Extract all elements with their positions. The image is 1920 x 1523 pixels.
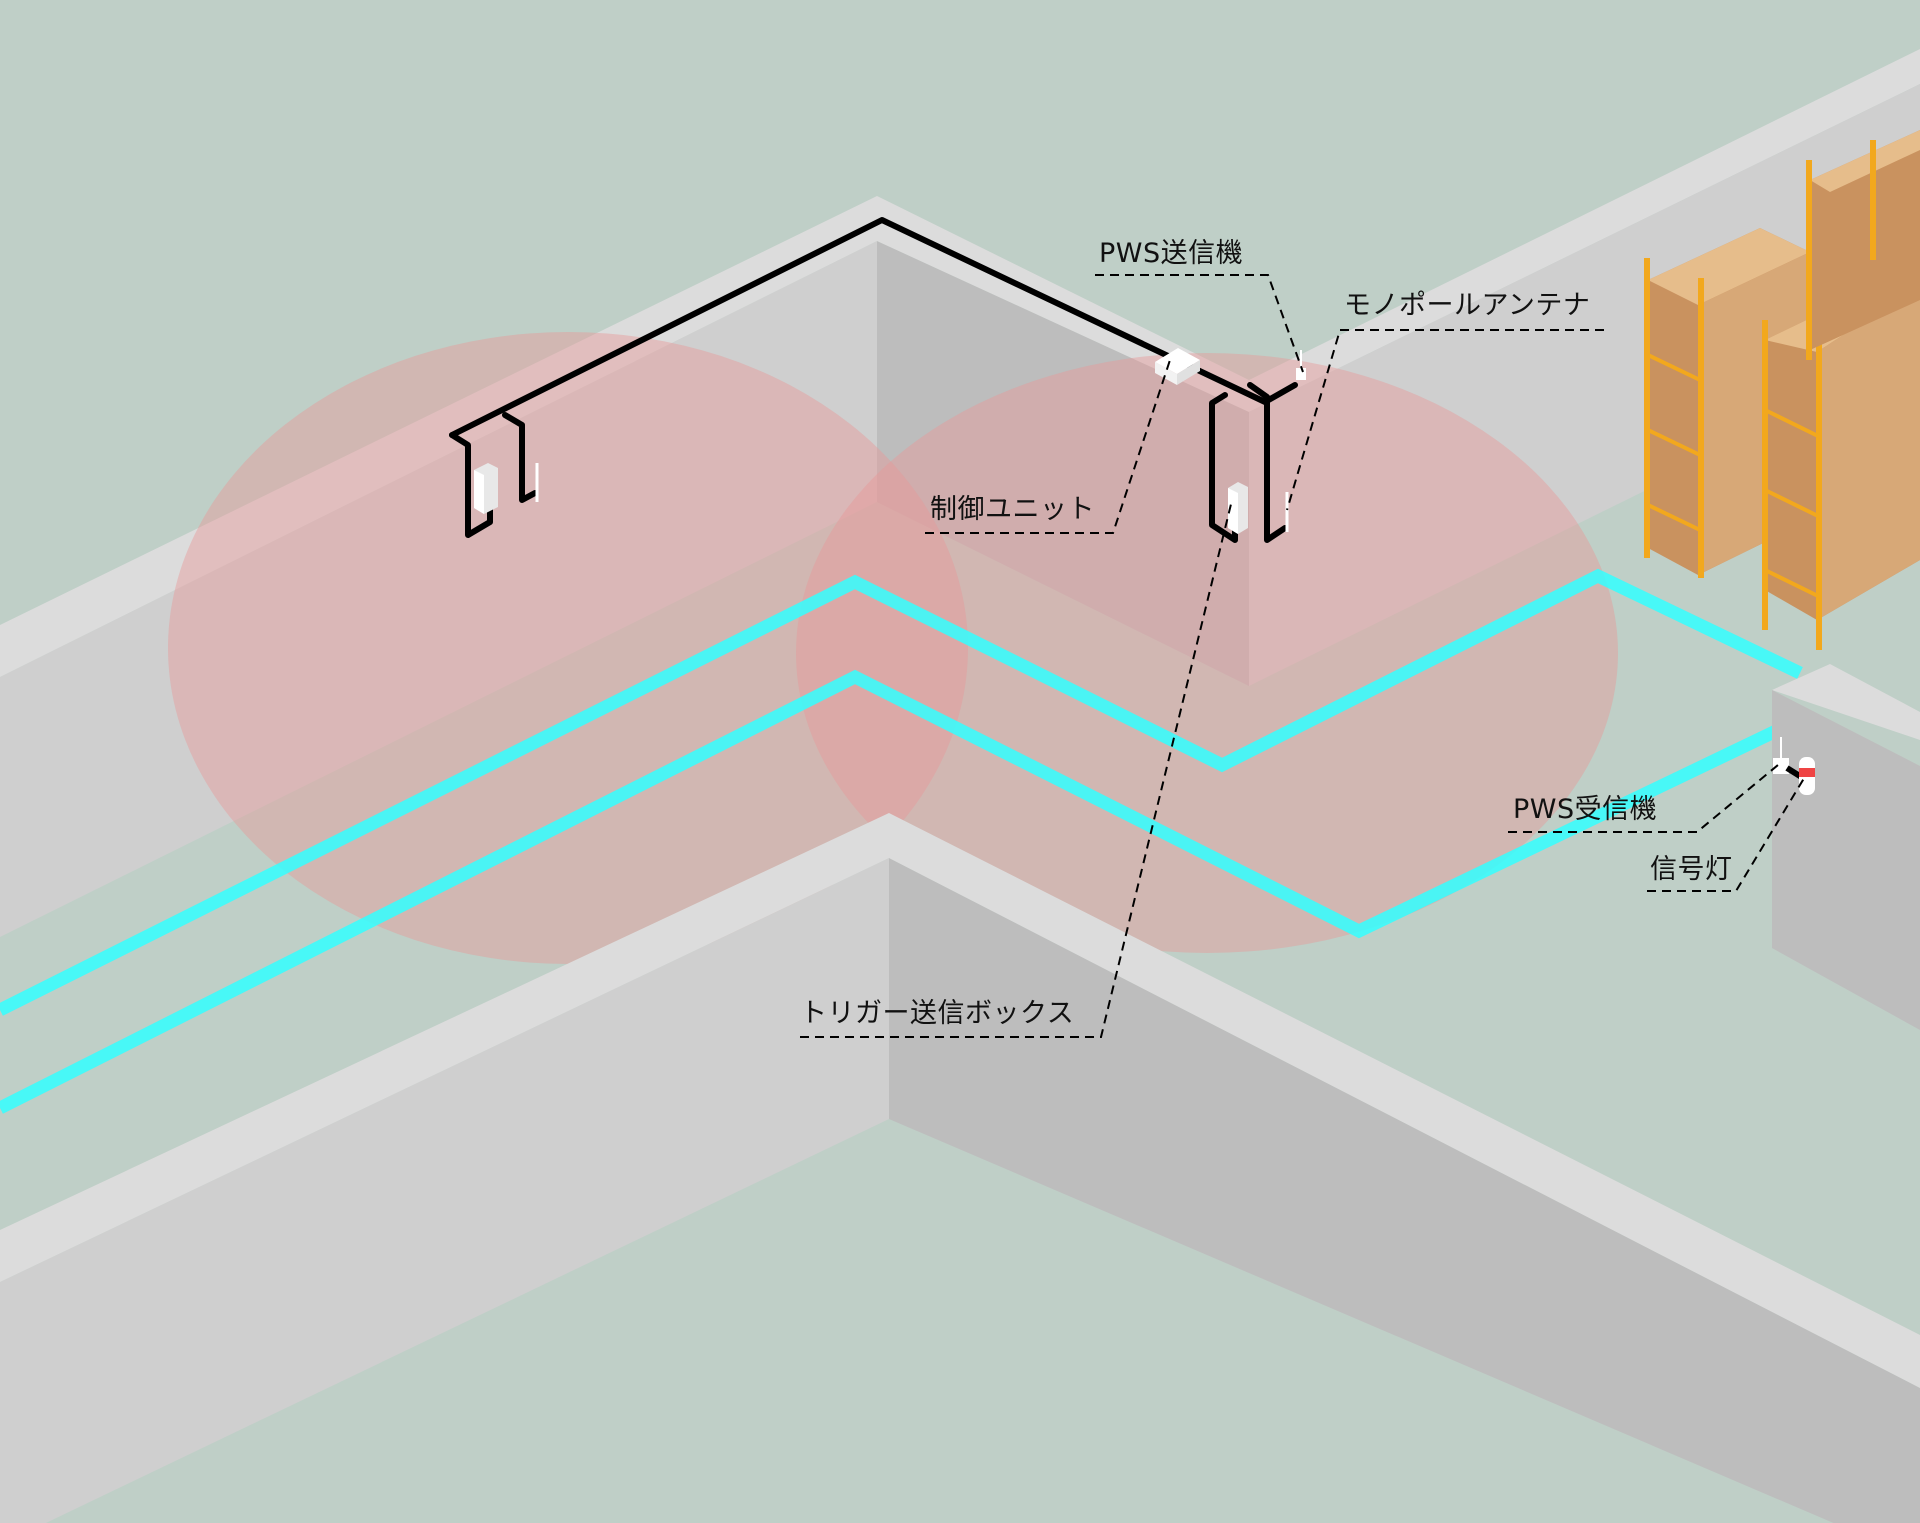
label-pws-receiver: PWS受信機 — [1513, 794, 1658, 825]
storage-racks — [1644, 130, 1920, 650]
label-control-unit: 制御ユニット — [930, 494, 1095, 525]
label-pws-transmitter: PWS送信機 — [1099, 238, 1244, 269]
pws-transmitter — [1155, 348, 1200, 385]
coverage-zone-right — [796, 353, 1618, 953]
coverage-zone-left — [168, 332, 968, 964]
guide-line-lower — [0, 669, 1779, 1114]
guide-line-upper — [0, 568, 1803, 1016]
label-signal-light: 信号灯 — [1650, 854, 1733, 885]
control-unit-left — [474, 463, 498, 514]
signal-light — [1799, 757, 1815, 795]
lower-wall — [0, 813, 1920, 1523]
leader-lines — [800, 274, 1807, 1038]
label-trigger-box: トリガー送信ボックス — [800, 998, 1075, 1029]
cable-run — [449, 217, 1298, 543]
upper-wall — [0, 196, 1249, 937]
label-monopole-antenna: モノポールアンテナ — [1344, 290, 1591, 321]
monopole-antenna-top — [1296, 350, 1306, 380]
control-unit-right — [1228, 482, 1248, 534]
